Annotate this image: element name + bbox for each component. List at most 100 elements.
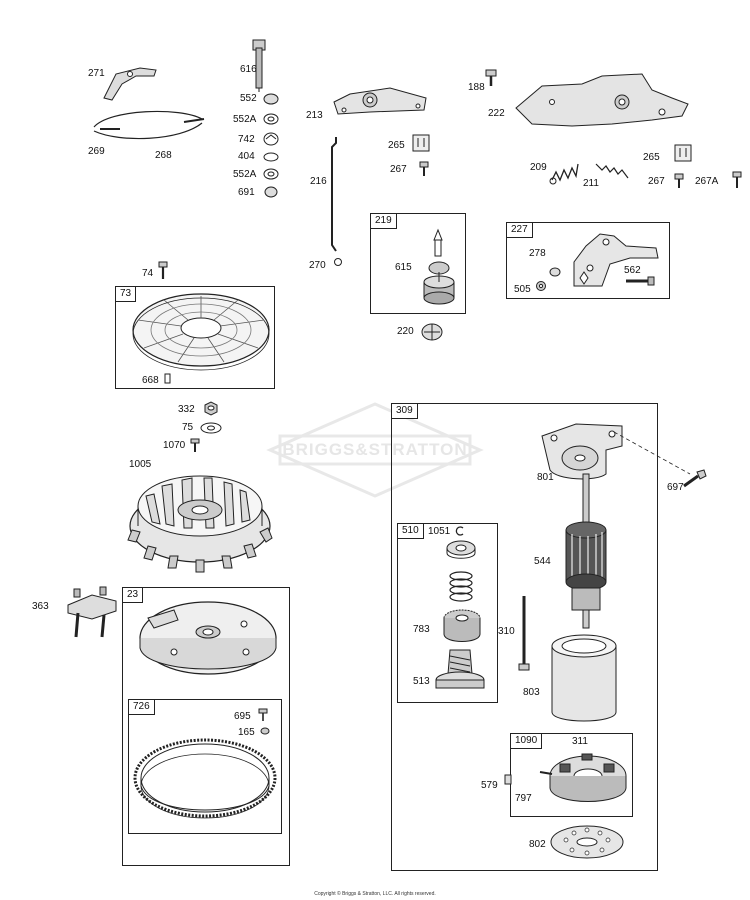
label-505: 505 [514, 284, 531, 295]
box-tag-23: 23 [122, 587, 144, 603]
label-797: 797 [515, 793, 532, 804]
stop-cap [446, 540, 476, 559]
spring-211 [595, 163, 629, 179]
label-363: 363 [32, 601, 49, 612]
label-803: 803 [523, 687, 540, 698]
pinion-gear-783 [443, 609, 481, 642]
label-265: 265 [388, 140, 405, 151]
label-278: 278 [529, 248, 546, 259]
washer-552a-second [263, 168, 279, 180]
bracket-clip-265 [412, 134, 430, 152]
governor-control-plate-213 [333, 87, 427, 115]
label-579: 579 [481, 780, 498, 791]
governor-pin-615 [433, 228, 443, 257]
governor-shaft-616 [252, 39, 266, 92]
washer-404 [263, 152, 279, 162]
label-220: 220 [397, 326, 414, 337]
label-802: 802 [529, 839, 546, 850]
clip-668 [164, 373, 171, 384]
assembly-box-309: 309 [391, 403, 658, 871]
spring-209 [549, 163, 579, 185]
box-tag-73: 73 [115, 286, 137, 302]
label-271: 271 [88, 68, 105, 79]
drive-helix-513 [435, 649, 485, 689]
screw-267a [732, 171, 742, 188]
label-783: 783 [413, 624, 430, 635]
governor-link-216 [331, 137, 337, 252]
screw-1070 [190, 438, 200, 452]
nut-505 [536, 281, 546, 291]
label-75: 75 [182, 422, 194, 433]
assembly-box-227: 227 [506, 222, 670, 299]
box-tag-219: 219 [370, 213, 397, 229]
nut-332 [204, 401, 218, 416]
label-222: 222 [488, 108, 505, 119]
label-801: 801 [537, 472, 554, 483]
assembly-box-726: 726 [128, 699, 282, 834]
label-1070: 1070 [163, 440, 186, 451]
label-332: 332 [178, 404, 195, 415]
label-562: 562 [624, 265, 641, 276]
watermark-text: BRIGGS&STRATTON [282, 440, 468, 459]
box-tag-309: 309 [391, 403, 418, 419]
label-695: 695 [234, 711, 251, 722]
control-bracket-222 [515, 73, 689, 127]
rotating-screen [132, 293, 270, 371]
label-552: 552 [240, 93, 257, 104]
label-209: 209 [530, 162, 547, 173]
label-267: 267 [390, 164, 407, 175]
throttle-cable-268 [93, 110, 205, 140]
through-bolt-310 [518, 596, 530, 671]
drive-spring [449, 571, 473, 602]
flywheel-fan-1005 [127, 475, 273, 573]
label-552a-second: 552A [233, 169, 257, 180]
governor-cup-220 [421, 323, 443, 341]
bolt-188 [485, 69, 497, 86]
label-165: 165 [238, 727, 255, 738]
label-615: 615 [395, 262, 412, 273]
label-74: 74 [142, 268, 154, 279]
brand-watermark-logo [266, 402, 484, 498]
washer-75 [200, 422, 222, 434]
screw-267 [419, 161, 429, 176]
label-742: 742 [238, 134, 255, 145]
label-691: 691 [238, 187, 255, 198]
brush-holder-assembly [539, 753, 627, 802]
screw-579 [504, 774, 512, 785]
label-267-right: 267 [648, 176, 665, 187]
nut-165 [260, 727, 270, 735]
label-616: 616 [240, 64, 257, 75]
label-265-right: 265 [643, 152, 660, 163]
copyright-notice: Copyright © Briggs & Stratton, LLC. All … [314, 891, 436, 897]
label-1005: 1005 [129, 459, 152, 470]
label-267a: 267A [695, 176, 719, 187]
washer-552 [263, 93, 279, 105]
label-404: 404 [238, 151, 255, 162]
label-513: 513 [413, 676, 430, 687]
ring-gear [133, 738, 277, 819]
box-tag-726: 726 [128, 699, 155, 715]
screw-695 [258, 708, 268, 721]
screw-562 [626, 276, 655, 286]
label-310: 310 [498, 626, 515, 637]
leader-line-697 [613, 431, 691, 475]
assembly-box-73: 73 [115, 286, 275, 389]
label-268: 268 [155, 150, 172, 161]
screw-74 [158, 261, 168, 279]
label-668: 668 [142, 375, 159, 386]
flywheel-body [139, 601, 277, 675]
label-216: 216 [310, 176, 327, 187]
label-552a: 552A [233, 114, 257, 125]
label-269: 269 [88, 146, 105, 157]
box-tag-510: 510 [397, 523, 424, 539]
ignition-armature-363 [67, 586, 117, 638]
label-697: 697 [667, 482, 684, 493]
armature-544 [565, 473, 607, 629]
washer-552a [263, 113, 279, 125]
label-211: 211 [583, 178, 599, 189]
box-tag-227: 227 [506, 222, 533, 238]
starter-end-bracket-801 [541, 423, 623, 480]
washer-278 [549, 267, 561, 277]
nut-691 [264, 186, 278, 198]
seal-742 [263, 132, 279, 146]
